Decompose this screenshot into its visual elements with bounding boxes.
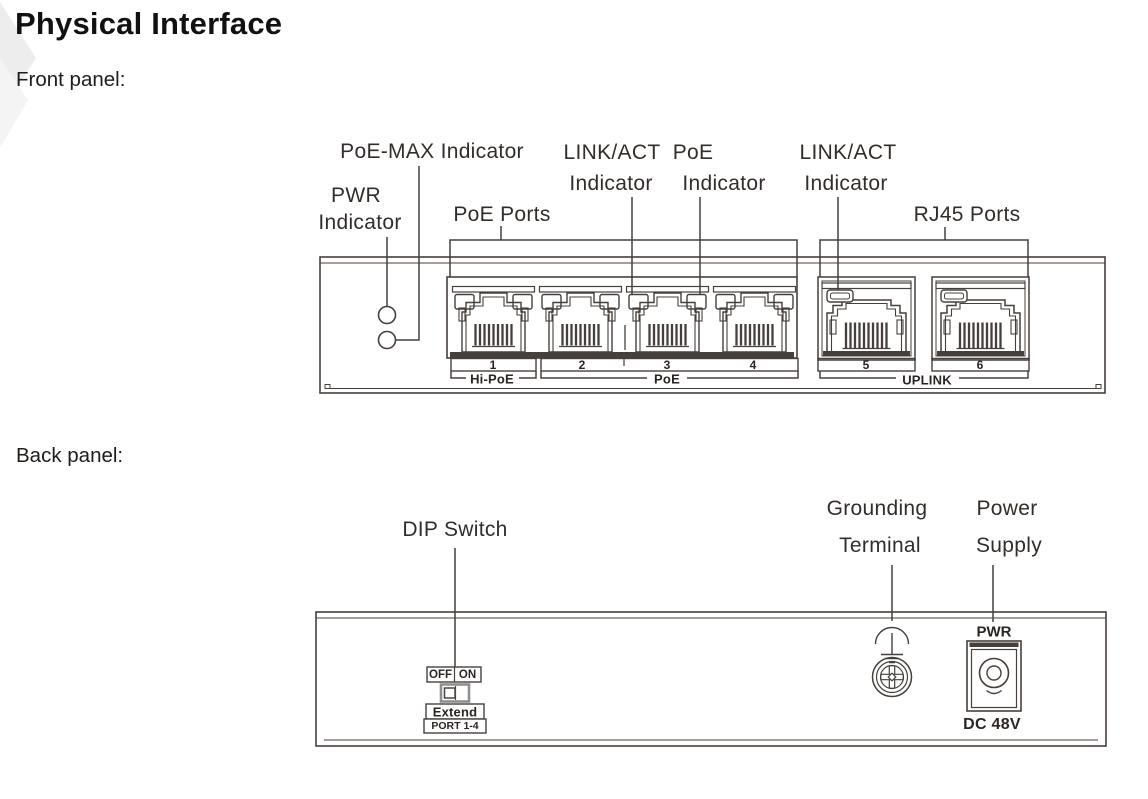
dip-extend-label: Extend — [432, 704, 478, 719]
link-act-indicator-1-label-line2: Indicator — [569, 172, 653, 195]
rj45-ports-label: RJ45 Ports — [913, 203, 1021, 226]
poe-ports-bracket — [449, 226, 798, 277]
link-act-indicator-1-label-line1: LINK/ACT — [563, 141, 661, 164]
poe-indicator-label-line1: PoE — [672, 141, 714, 164]
pwr-indicator-label-line2: Indicator — [318, 211, 402, 234]
poe-indicator-label-line2: Indicator — [682, 172, 766, 195]
page-title: Physical Interface — [15, 6, 283, 41]
rj45-port-2-icon — [538, 285, 623, 354]
rj45-port-6-icon — [934, 281, 1027, 354]
port-number-strip — [450, 357, 1030, 372]
link-act-indicator-2-label-line1: LINK/ACT — [799, 141, 897, 164]
dip-on-label: ON — [458, 669, 477, 681]
rj45-ports-bracket — [819, 227, 1029, 277]
port-number-5: 5 — [862, 358, 870, 372]
rj45-port-1-icon — [451, 285, 536, 354]
poe-max-indicator-leader — [396, 166, 420, 341]
poe-port-group — [446, 276, 798, 359]
hi-poe-label: Hi-PoE — [470, 371, 514, 387]
power-supply-label-line1: Power — [976, 497, 1038, 520]
dip-port-range-label: PORT 1-4 — [431, 720, 479, 732]
poe-ports-label: PoE Ports — [453, 203, 551, 226]
rj45-port-3-icon — [625, 285, 710, 354]
port-number-6: 6 — [976, 358, 984, 372]
callout-leader-lines-back — [454, 548, 994, 667]
grounding-terminal-label-line1: Grounding — [826, 497, 928, 520]
power-supply-label-line2: Supply — [975, 534, 1043, 557]
uplink-port-6-box — [931, 276, 1030, 361]
port-number-4: 4 — [749, 358, 757, 372]
pwr-label: PWR — [976, 623, 1012, 641]
uplink-port-5-box — [817, 276, 916, 361]
pwr-indicator-label-line1: PWR — [331, 184, 381, 207]
rj45-port-5-icon — [820, 281, 913, 354]
poe-max-indicator-label: PoE-MAX Indicator — [340, 140, 524, 163]
grounding-screw-icon — [871, 656, 913, 698]
front-panel-caption: Front panel: — [16, 68, 126, 91]
dip-switch-label: DIP Switch — [402, 518, 508, 541]
poe-max-led-icon — [377, 330, 397, 350]
pwr-led-icon — [377, 305, 397, 325]
port-number-1: 1 — [489, 358, 497, 372]
port-number-2: 2 — [578, 358, 586, 372]
uplink-label: UPLINK — [902, 372, 952, 387]
grounding-terminal-label-line2: Terminal — [839, 534, 921, 557]
front-chassis — [319, 256, 1106, 394]
dip-off-label: OFF — [429, 669, 452, 681]
dc-voltage-label: DC 48V — [963, 716, 1021, 733]
grounding-symbol-icon — [874, 626, 910, 664]
poe-group-label: PoE — [654, 371, 680, 387]
back-panel-caption: Back panel: — [16, 444, 124, 467]
rj45-port-4-icon — [712, 285, 797, 354]
link-act-indicator-2-label-line2: Indicator — [804, 172, 888, 195]
port-number-3: 3 — [663, 358, 671, 372]
dc-jack-icon — [966, 640, 1022, 712]
